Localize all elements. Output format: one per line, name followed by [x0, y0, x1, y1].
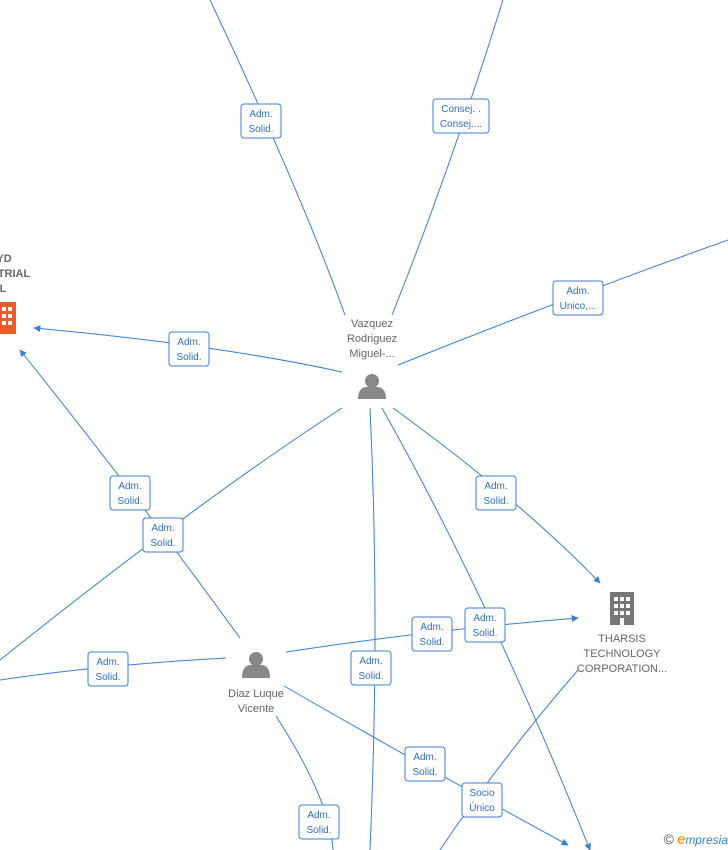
svg-text:Único: Único [469, 801, 495, 814]
node-vazquez[interactable]: Vazquez Rodriguez Miguel-... [347, 318, 397, 399]
building-icon [610, 592, 634, 625]
copyright-symbol: © [663, 831, 674, 847]
edge-label[interactable]: Adm. Solid. [475, 475, 517, 511]
edge-label[interactable]: Adm. Solid. [298, 804, 340, 840]
node-label: TECHNOLOGY [583, 648, 661, 660]
svg-text:Adm.: Adm. [249, 109, 272, 120]
edge-label[interactable]: Adm. Solid. [240, 103, 282, 139]
svg-text:Solid.: Solid. [419, 637, 444, 648]
edge-line [369, 407, 376, 850]
node-left-company[interactable]: YD TRIAL L [0, 253, 30, 334]
svg-text:Solid.: Solid. [483, 496, 508, 507]
node-label: L [0, 283, 7, 295]
svg-text:Adm.: Adm. [177, 337, 200, 348]
node-label: Diaz Luque [228, 688, 284, 700]
empresia-watermark: ©empresia [664, 831, 728, 848]
node-label: CORPORATION... [577, 663, 667, 675]
svg-text:Solid.: Solid. [472, 628, 497, 639]
svg-text:Adm.: Adm. [484, 481, 507, 492]
edge-label[interactable]: Consej. . Consej.... [432, 98, 490, 134]
node-label: YD [0, 253, 12, 265]
svg-text:Consej. .: Consej. . [441, 104, 480, 115]
svg-text:Solid.: Solid. [412, 767, 437, 778]
node-label: TRIAL [0, 268, 30, 280]
person-icon [242, 652, 270, 678]
svg-text:Unico,...: Unico,... [560, 301, 597, 312]
node-tharsis[interactable]: THARSIS TECHNOLOGY CORPORATION... [577, 592, 667, 675]
svg-text:Solid.: Solid. [95, 672, 120, 683]
edge-line [0, 407, 343, 661]
svg-text:Adm.: Adm. [96, 657, 119, 668]
brand-initial: e [676, 831, 686, 848]
node-diaz[interactable]: Diaz Luque Vicente [228, 652, 284, 715]
node-label: Miguel-... [349, 348, 394, 360]
svg-text:Adm.: Adm. [307, 810, 330, 821]
svg-text:Solid.: Solid. [117, 496, 142, 507]
svg-text:Socio: Socio [469, 788, 494, 799]
edge-line [391, 0, 504, 316]
person-icon [358, 374, 386, 399]
svg-text:Adm.: Adm. [473, 613, 496, 624]
node-label: Rodriguez [347, 333, 397, 345]
node-label: Vicente [238, 703, 275, 715]
edge-label[interactable]: Adm. Solid. [142, 517, 184, 553]
edge-labels: Adm. Solid. Consej. . Consej.... Adm. Unico… [87, 98, 604, 840]
svg-text:Solid.: Solid. [248, 124, 273, 135]
edge-line [439, 669, 579, 850]
svg-text:Adm.: Adm. [118, 481, 141, 492]
svg-text:Consej....: Consej.... [440, 119, 482, 130]
svg-text:Adm.: Adm. [420, 622, 443, 633]
svg-text:Adm.: Adm. [413, 752, 436, 763]
edge-label[interactable]: Adm. Solid. [87, 651, 129, 687]
svg-text:Adm.: Adm. [566, 286, 589, 297]
svg-text:Solid.: Solid. [150, 538, 175, 549]
edge-label[interactable]: Adm. Solid. [168, 331, 210, 367]
svg-text:Adm.: Adm. [359, 656, 382, 667]
edge-label[interactable]: Adm. Solid. [404, 746, 446, 782]
building-icon [0, 302, 16, 334]
edge-label[interactable]: Adm. Solid. [350, 650, 392, 686]
node-label: THARSIS [598, 633, 646, 645]
edge-label[interactable]: Adm. Solid. [109, 475, 151, 511]
edge-label[interactable]: Adm. Solid. [411, 616, 453, 652]
svg-text:Solid.: Solid. [306, 825, 331, 836]
svg-text:Solid.: Solid. [176, 352, 201, 363]
edge-line [209, 0, 346, 316]
edge-label[interactable]: Adm. Solid. [464, 607, 506, 643]
brand-name: mpresia [685, 833, 728, 847]
node-label: Vazquez [351, 318, 393, 330]
svg-text:Solid.: Solid. [358, 671, 383, 682]
svg-text:Adm.: Adm. [151, 523, 174, 534]
edge-label[interactable]: Adm. Unico,... [552, 280, 604, 316]
